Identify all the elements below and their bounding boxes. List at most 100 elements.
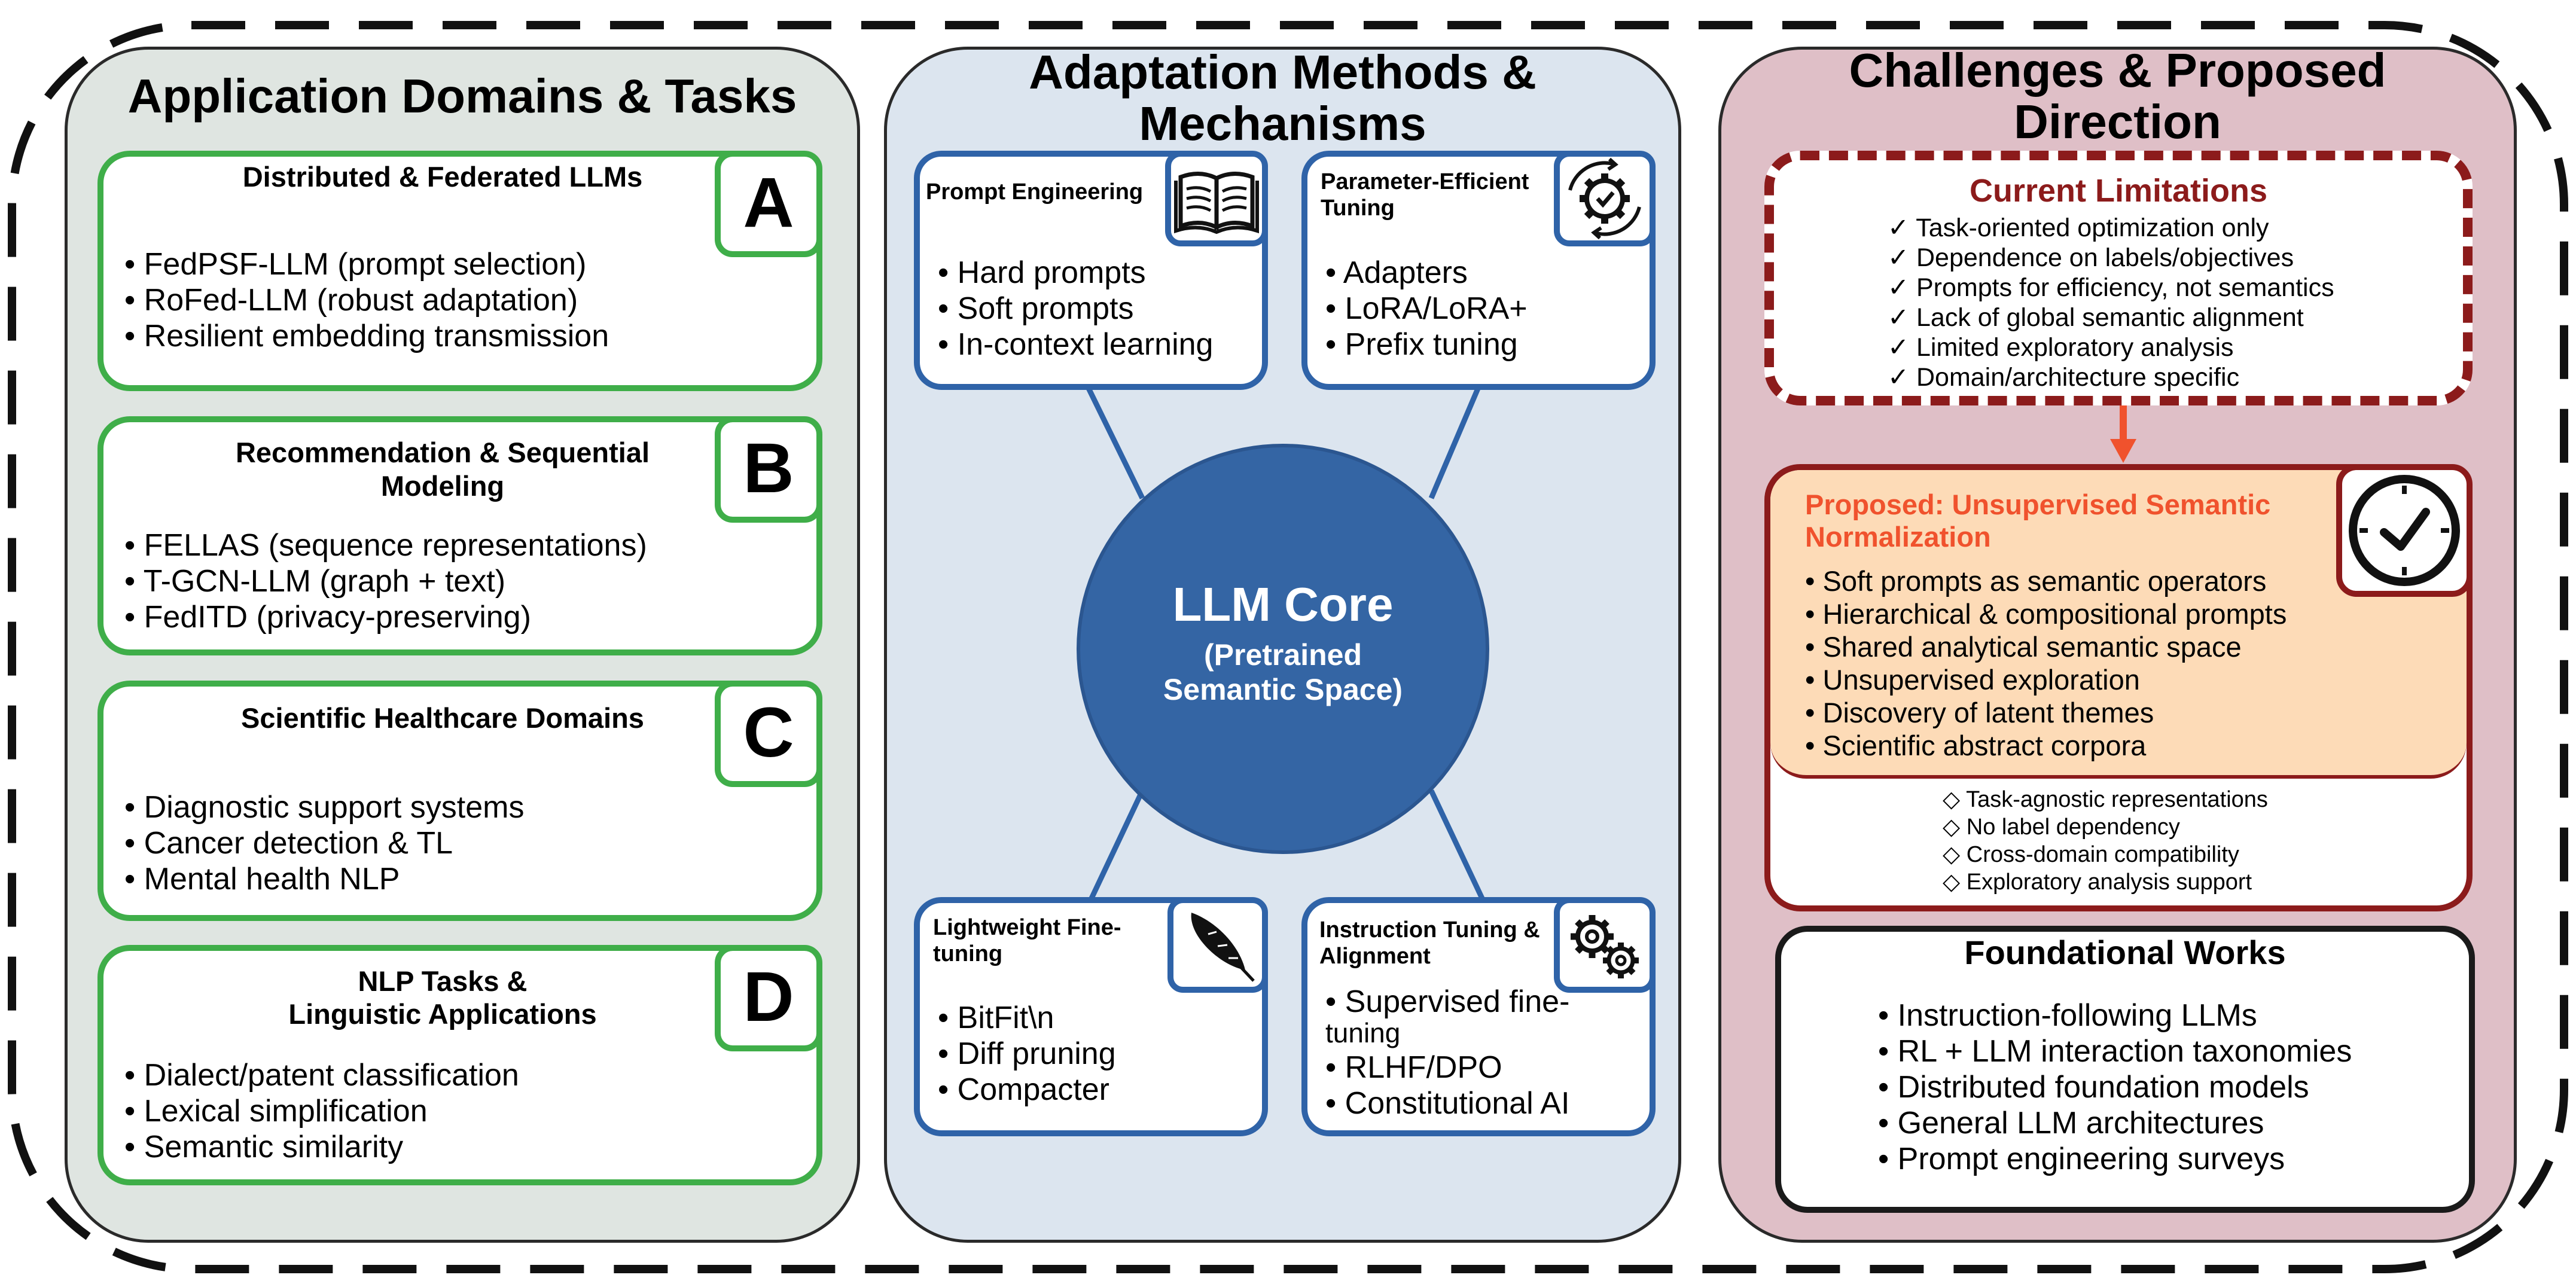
llm-core-title: LLM Core xyxy=(1172,578,1394,631)
tag-d: D xyxy=(715,945,822,1051)
card-a-list: FedPSF-LLM (prompt selection) RoFed-LLM … xyxy=(124,246,609,354)
list-item: RoFed-LLM (robust adaptation) xyxy=(124,282,609,318)
open-book-icon xyxy=(1174,172,1259,234)
list-item: Instruction-following LLMs xyxy=(1878,998,2352,1033)
list-item: FedPSF-LLM (prompt selection) xyxy=(124,246,609,282)
challenges-title-line1: Challenges & Proposed xyxy=(1849,44,2386,97)
parameter-efficient-title-line1: Parameter-Efficient xyxy=(1321,169,1529,194)
list-item: Shared analytical semantic space xyxy=(1805,630,2287,663)
list-item: Prompts for efficiency, not semantics xyxy=(1888,273,2334,303)
instruction-tuning-list-rest: RLHF/DPO Constitutional AI xyxy=(1325,1050,1570,1121)
list-item: Semantic similarity xyxy=(124,1129,519,1165)
list-item: In-context learning xyxy=(938,327,1214,362)
list-item: Exploratory analysis support xyxy=(1943,868,2268,896)
adaptation-methods-title-line1: Adaptation Methods & xyxy=(1029,45,1537,99)
llm-core-subtitle-line2: Semantic Space) xyxy=(1163,673,1403,706)
list-item: Cancer detection & TL xyxy=(124,825,524,861)
list-item: RL + LLM interaction taxonomies xyxy=(1878,1033,2352,1069)
list-item: Lack of global semantic alignment xyxy=(1888,303,2334,333)
limitations-list: Task-oriented optimization only Dependen… xyxy=(1888,213,2334,392)
instruction-tuning-title-line1: Instruction Tuning & xyxy=(1319,917,1540,943)
lightweight-list: BitFit\n Diff pruning Compacter xyxy=(938,1000,1116,1108)
list-item: Soft prompts as semantic operators xyxy=(1805,565,2287,597)
card-c-list: Diagnostic support systems Cancer detect… xyxy=(124,789,525,897)
instruction-tuning-title-line2: Alignment xyxy=(1319,944,1431,969)
list-item: FELLAS (sequence representations) xyxy=(124,527,647,563)
list-item: Compacter xyxy=(938,1072,1116,1108)
card-b-list: FELLAS (sequence representations) T-GCN-… xyxy=(124,527,647,635)
list-item: Task-oriented optimization only xyxy=(1888,213,2334,243)
parameter-efficient-title-line2: Tuning xyxy=(1321,196,1395,221)
down-arrow-icon xyxy=(2110,405,2136,463)
challenges-title-line2: Direction xyxy=(2014,95,2221,148)
llm-core-circle xyxy=(1077,444,1489,854)
tag-b: B xyxy=(715,416,822,523)
card-a-title: Distributed & Federated LLMs xyxy=(242,161,643,193)
lightweight-title-line1: Lightweight Fine- xyxy=(933,915,1121,940)
proposed-title-line1: Proposed: Unsupervised Semantic xyxy=(1805,489,2271,520)
list-item: Constitutional AI xyxy=(1325,1085,1570,1121)
list-item: Unsupervised exploration xyxy=(1805,663,2287,696)
instruction-tuning-list: Supervised fine- xyxy=(1325,984,1570,1020)
list-item: FedITD (privacy-preserving) xyxy=(124,599,647,635)
list-item: Mental health NLP xyxy=(124,861,524,897)
list-item: Domain/architecture specific xyxy=(1888,362,2334,392)
core-connectors xyxy=(1084,385,1485,899)
list-item: General LLM architectures xyxy=(1878,1105,2352,1141)
prompt-engineering-list: Hard prompts Soft prompts In-context lea… xyxy=(938,255,1214,362)
list-item: RLHF/DPO xyxy=(1325,1050,1569,1085)
list-item: Hard prompts xyxy=(938,255,1213,291)
proposed-title-line2: Normalization xyxy=(1805,521,1991,553)
gear-cycle-icon-box xyxy=(1554,151,1656,246)
list-item: Prompt engineering surveys xyxy=(1878,1141,2352,1177)
list-item: Soft prompts xyxy=(938,291,1213,327)
proposed-list: Soft prompts as semantic operators Hiera… xyxy=(1805,565,2287,762)
list-item: Task-agnostic representations xyxy=(1943,786,2268,813)
list-item: Diff pruning xyxy=(938,1036,1116,1072)
list-item: Distributed foundation models xyxy=(1878,1069,2352,1105)
prompt-engineering-title: Prompt Engineering xyxy=(926,179,1144,205)
list-item: Limited exploratory analysis xyxy=(1888,333,2334,362)
clock-icon-box xyxy=(2336,464,2473,597)
list-item: Adapters xyxy=(1325,255,1528,291)
list-item: Cross-domain compatibility xyxy=(1943,841,2268,868)
tag-c: C xyxy=(715,681,822,787)
parameter-efficient-list: Adapters LoRA/LoRA+ Prefix tuning xyxy=(1325,255,1528,362)
current-limitations-title: Current Limitations xyxy=(1969,173,2268,209)
feather-icon xyxy=(1191,913,1255,982)
instruction-tuning-item-continuation: tuning xyxy=(1325,1017,1401,1048)
foundational-works-title: Foundational Works xyxy=(1964,934,2286,971)
foundational-works-list: Instruction-following LLMs RL + LLM inte… xyxy=(1878,998,2352,1177)
proposed-benefits-list: Task-agnostic representations No label d… xyxy=(1943,786,2268,896)
gears-icon xyxy=(1571,915,1639,978)
tag-a: A xyxy=(715,151,822,257)
list-item: Dialect/patent classification xyxy=(124,1057,519,1093)
list-item: T-GCN-LLM (graph + text) xyxy=(124,563,647,599)
list-item: Hierarchical & compositional prompts xyxy=(1805,597,2287,630)
list-item: Lexical simplification xyxy=(124,1093,519,1129)
lightweight-title-line2: tuning xyxy=(933,941,1003,966)
gear-cycle-icon xyxy=(1568,157,1641,240)
list-item: Supervised fine- xyxy=(1325,984,1570,1020)
clock-check-icon xyxy=(2349,475,2460,586)
outer-dashed-frame xyxy=(8,21,2568,1273)
list-item: BitFit\n xyxy=(938,1000,1116,1036)
list-item: No label dependency xyxy=(1943,813,2268,841)
application-domains-title: Application Domains & Tasks xyxy=(127,69,797,123)
list-item: Dependence on labels/objectives xyxy=(1888,243,2334,273)
llm-core-subtitle-line1: (Pretrained xyxy=(1204,638,1362,672)
list-item: Diagnostic support systems xyxy=(124,789,525,825)
feather-icon-box xyxy=(1167,897,1268,993)
card-d-list: Dialect/patent classification Lexical si… xyxy=(124,1057,519,1165)
list-item: LoRA/LoRA+ xyxy=(1325,291,1528,327)
adaptation-methods-title-line2: Mechanisms xyxy=(1139,97,1426,150)
card-b-title-line2: Modeling xyxy=(380,470,505,502)
card-d-title-line1: NLP Tasks & xyxy=(358,965,528,997)
book-icon-box xyxy=(1165,151,1268,246)
card-c-title: Scientific Healthcare Domains xyxy=(241,702,644,734)
list-item: Scientific abstract corpora xyxy=(1805,729,2287,762)
card-b-title-line1: Recommendation & Sequential xyxy=(235,437,650,468)
list-item: Discovery of latent themes xyxy=(1805,696,2287,729)
list-item: Prefix tuning xyxy=(1325,327,1528,362)
gears-icon-box xyxy=(1554,897,1656,993)
